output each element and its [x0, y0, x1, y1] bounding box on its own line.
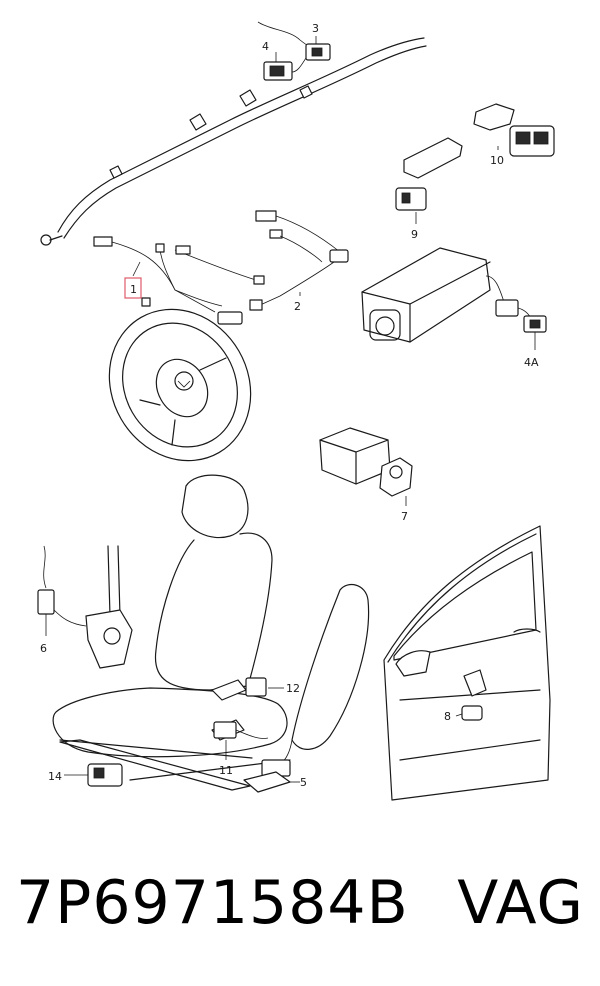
side-airbag	[243, 583, 370, 793]
brand-name: VAG	[457, 868, 584, 938]
callout-labels: 1 2 3 4 4A 5 6 7 8 9 10 11 12 14	[40, 22, 539, 789]
callout-12[interactable]: 12	[286, 682, 300, 695]
wiring-harness-part-1	[93, 236, 265, 325]
curtain-airbag	[40, 37, 427, 246]
callout-5[interactable]: 5	[300, 776, 307, 789]
callout-3[interactable]: 3	[312, 22, 319, 35]
callout-9[interactable]: 9	[411, 228, 418, 241]
switch-part-10	[473, 103, 555, 157]
steering-wheel	[108, 308, 252, 462]
callout-7[interactable]: 7	[401, 510, 408, 523]
buckle-part-12	[211, 677, 267, 701]
callout-10[interactable]: 10	[490, 154, 504, 167]
buckle-part-11	[211, 719, 269, 741]
sensor-part-9	[395, 137, 463, 211]
part-number: 7P6971584B	[16, 868, 409, 938]
callout-4a[interactable]: 4A	[524, 356, 539, 369]
connector-part-3	[257, 21, 331, 61]
callout-6[interactable]: 6	[40, 642, 47, 655]
front-door	[383, 525, 551, 801]
highlight-box-part-1[interactable]	[124, 277, 142, 299]
parts-diagram: 1 2 3 4 4A 5 6 7 8 9 10 11 12 14	[37, 21, 555, 801]
connector-part-4	[263, 57, 307, 81]
callout-8[interactable]: 8	[444, 710, 451, 723]
callout-4[interactable]: 4	[262, 40, 269, 53]
sensor-part-14	[87, 763, 123, 787]
belt-tensioner-part-6	[37, 545, 133, 669]
callout-2[interactable]: 2	[294, 300, 301, 313]
wiring-harness-part-2	[249, 210, 349, 311]
callout-14[interactable]: 14	[48, 770, 62, 783]
front-seat	[52, 474, 291, 791]
control-unit-part-7	[319, 427, 413, 497]
callout-11[interactable]: 11	[219, 764, 233, 777]
callout-1[interactable]: 1	[130, 283, 137, 296]
leader-lines	[45, 36, 536, 783]
airbag-module	[361, 247, 547, 343]
